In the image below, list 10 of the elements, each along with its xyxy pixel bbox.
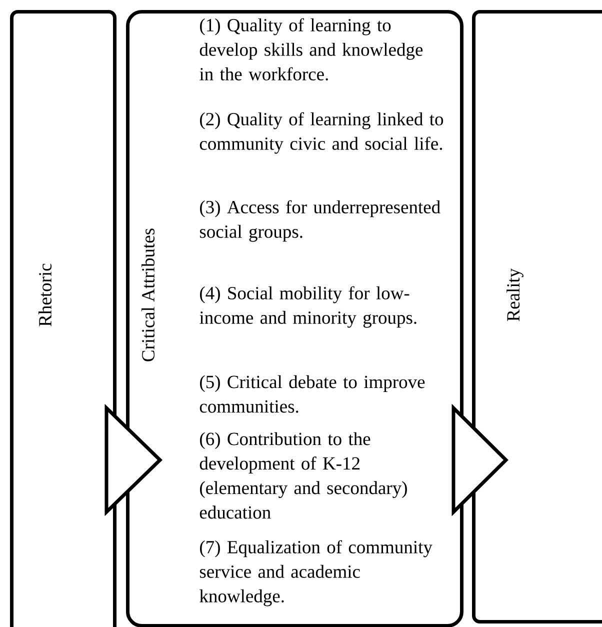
list-item: (5) Critical debate to improve communities. [200,375,425,413]
list-item: (6) Contribution to the development of K-12 (elementary and secondary) education [200,432,407,519]
list-item: (1) Quality of learning to develop skills and knowledge in the workforce. [200,18,423,80]
reality-box: Reality [472,10,602,624]
list-item: (2) Quality of learning linked to community civic and social life. [200,112,444,154]
list-item: (3) Access for underrepresented social groups. [200,200,440,242]
list-item: (4) Social mobility for low-income and minority groups. [200,286,416,328]
list-item: (7) Equalization of community service and academic knowledge. [200,540,432,606]
attributes-panel: Critical Attributes (1) Quality of learning to develop skills and knowledge in the workforce. (2) Quality of learning linked to community civic and social life. (3) Access for underrepresented social groups. (4) Social mobility for low-income and minority groups. (5) Critical debate to improve communities. (6) Contribution to the development of K-12 (elementary and secondary) education (7) Equalization of community service and academic knowledge. [126,10,464,627]
rhetoric-box: Rhetoric [10,10,116,627]
